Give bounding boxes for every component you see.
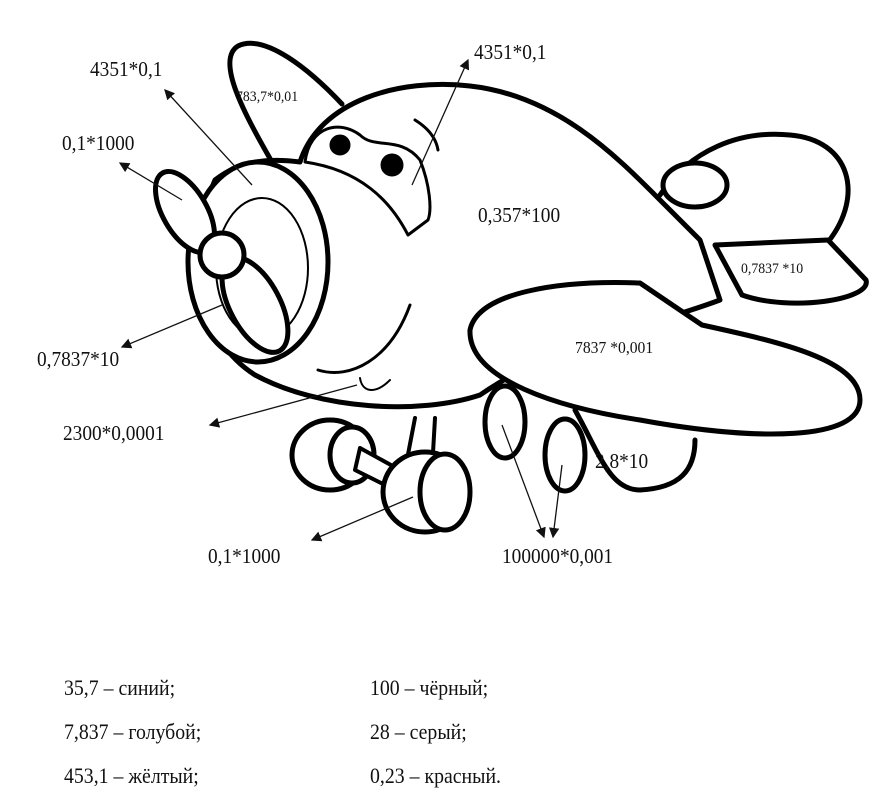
label-rear-wheels: 100000*0,001 (502, 544, 614, 568)
label-tail-stabilizer: 0,7837 *10 (741, 261, 804, 277)
label-body: 0,357*100 (478, 203, 561, 227)
propeller-hub (197, 230, 247, 280)
wing (467, 280, 863, 437)
label-fin: 783,7*0,01 (236, 89, 299, 105)
tongue (359, 377, 391, 391)
nose (185, 159, 331, 365)
smile (316, 303, 412, 374)
label-propeller-bottom: 0,7837*10 (37, 347, 120, 371)
label-wing: 7837 *0,001 (575, 338, 654, 357)
legend-item: 35,7 – синий; (64, 675, 176, 700)
eye-left (329, 134, 351, 156)
label-wing-tip: 2,8*10 (595, 449, 649, 473)
label-tongue: 2300*0,0001 (63, 421, 165, 445)
label-front-wheel: 0,1*1000 (208, 544, 281, 568)
legend-item: 100 – чёрный; (370, 675, 489, 700)
tail-fin (657, 131, 851, 245)
legend-item: 0,23 – красный. (370, 763, 501, 788)
legend-item: 28 – серый; (370, 719, 467, 744)
tail-bump (660, 160, 730, 210)
top-fin (227, 40, 345, 165)
label-cockpit: 4351*0,1 (474, 40, 547, 64)
arrows (118, 58, 563, 542)
legend-item: 7,837 – голубой; (64, 719, 202, 744)
wheel-rear-1 (482, 383, 528, 461)
label-nose-top: 4351*0,1 (90, 57, 163, 81)
label-propeller-top: 0,1*1000 (62, 131, 135, 155)
tail-stabilizer (712, 237, 869, 306)
legend-item: 453,1 – жёлтый; (64, 763, 199, 788)
wheel-rear-2 (542, 416, 588, 494)
eye-right (380, 153, 404, 177)
wing-tip (572, 407, 698, 493)
